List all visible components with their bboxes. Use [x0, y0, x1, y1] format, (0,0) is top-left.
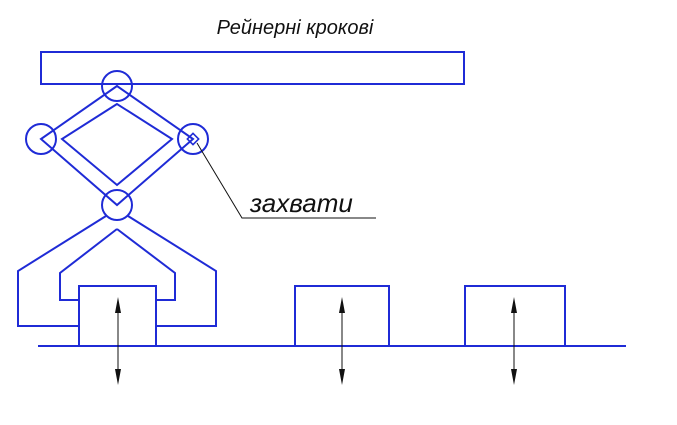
gripper-arm-left-inner — [59, 228, 118, 301]
top-rail — [40, 51, 465, 85]
workpiece-2 — [294, 285, 390, 346]
diagram-title: Рейнерні крокові — [217, 17, 374, 39]
hinge-bottom — [101, 189, 133, 221]
double-arrow-3 — [511, 297, 517, 385]
hinge-marker-icon — [186, 132, 200, 146]
workpiece-1 — [78, 285, 157, 346]
scissor-linkage — [39, 84, 195, 207]
hinge-left — [25, 123, 57, 155]
hinge-right — [177, 123, 209, 155]
callout-label: захвати — [249, 188, 353, 218]
gripper-arm-right-outer — [127, 215, 217, 327]
double-arrow-2 — [339, 297, 345, 385]
linkage-inner — [60, 102, 174, 187]
gripper-arm-right-inner — [116, 228, 176, 301]
linkage-outer — [39, 84, 195, 207]
workpiece-3 — [464, 285, 566, 346]
hinge-top — [101, 70, 133, 102]
gripper-arms — [17, 215, 217, 327]
double-arrow-1 — [115, 297, 121, 385]
gripper-arm-left-outer — [17, 215, 107, 327]
callout-leader-line — [196, 142, 376, 219]
